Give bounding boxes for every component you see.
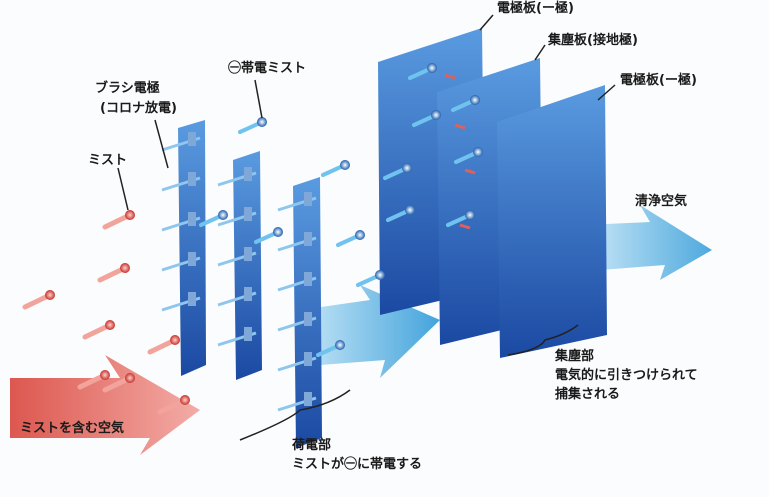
charged-mist-particle xyxy=(335,340,345,350)
brush-electrodes xyxy=(161,132,317,412)
charged-mist-particle xyxy=(427,63,437,73)
label-electrode-plate-1: 電極板(ー極) xyxy=(497,0,574,16)
brush-electrode-tip xyxy=(188,172,196,186)
charging-section-brace xyxy=(239,389,351,441)
charged-mist-particle xyxy=(402,163,412,173)
brush-electrode-tip xyxy=(244,327,252,341)
brush-electrode-tip xyxy=(188,252,196,266)
brush-electrode-tip xyxy=(304,192,312,206)
charged-mist-particle xyxy=(473,147,483,157)
brush-electrode-tip xyxy=(304,272,312,286)
charged-mist-particle xyxy=(465,210,475,220)
brush-electrode-tip xyxy=(244,167,252,181)
collection-section-brace xyxy=(507,324,579,356)
mist-particle xyxy=(125,210,135,220)
label-mist: ミスト xyxy=(88,153,127,168)
brush-electrode-tip xyxy=(304,232,312,246)
brush-electrode-plate-2 xyxy=(233,151,262,380)
mist-particle xyxy=(105,320,115,330)
label-collection-desc-2: 捕集される xyxy=(555,386,620,402)
mist-particle xyxy=(170,335,180,345)
label-charged-mist: ㊀帯電ミスト xyxy=(228,60,306,76)
brush-electrode-tip xyxy=(244,207,252,221)
electrode-plate-front xyxy=(497,85,607,358)
brush-electrode-plate-1 xyxy=(178,120,206,376)
label-charging-desc: ミストが㊀に帯電する xyxy=(292,456,422,472)
mist-particle xyxy=(100,370,110,380)
clean-air-arrow xyxy=(585,205,712,280)
charged-mist-particle xyxy=(257,117,267,127)
brush-electrode-tip xyxy=(188,132,196,146)
mist-particle xyxy=(180,395,190,405)
charge-indicator xyxy=(464,168,476,175)
brush-electrode-tip xyxy=(304,392,312,406)
charged-mist-particle xyxy=(470,95,480,105)
label-electrode-plate-2: 電極板(ー極) xyxy=(620,72,697,88)
label-collection-title: 集塵部 xyxy=(554,348,594,364)
brush-electrode-tip xyxy=(244,247,252,261)
charged-mist-particle xyxy=(355,230,365,240)
label-brush-electrode: ブラシ電極 xyxy=(95,80,160,96)
charge-indicator xyxy=(454,123,466,130)
charge-indicator xyxy=(444,73,456,80)
charged-mist-particle xyxy=(340,160,350,170)
charged-mist-particle xyxy=(273,227,283,237)
mist-particles xyxy=(22,63,483,415)
label-corona-discharge: (コロナ放電) xyxy=(100,100,177,116)
label-mist-air: ミストを含む空気 xyxy=(20,420,124,436)
brush-electrode-tip xyxy=(304,312,312,326)
brush-electrode-tip xyxy=(244,287,252,301)
brush-electrode-tip xyxy=(188,212,196,226)
label-collection-desc-1: 電気的に引きつけられて xyxy=(555,367,698,383)
label-clean-air: 清浄空気 xyxy=(635,193,687,209)
mist-particle xyxy=(45,290,55,300)
charged-mist-particle xyxy=(431,110,441,120)
leader-lines xyxy=(117,14,616,441)
mist-particle xyxy=(120,263,130,273)
label-charging-title: 荷電部 xyxy=(291,437,331,453)
brush-electrode-tip xyxy=(304,352,312,366)
label-collector-plate: 集塵板(接地極) xyxy=(547,32,638,48)
charged-mist-particle xyxy=(375,270,385,280)
charged-mist-particle xyxy=(405,205,415,215)
charge-indicator xyxy=(459,223,471,230)
brush-electrode-tip xyxy=(188,292,196,306)
mist-air-arrow xyxy=(10,355,200,455)
mist-particle xyxy=(125,373,135,383)
charged-mist-particle xyxy=(218,210,228,220)
